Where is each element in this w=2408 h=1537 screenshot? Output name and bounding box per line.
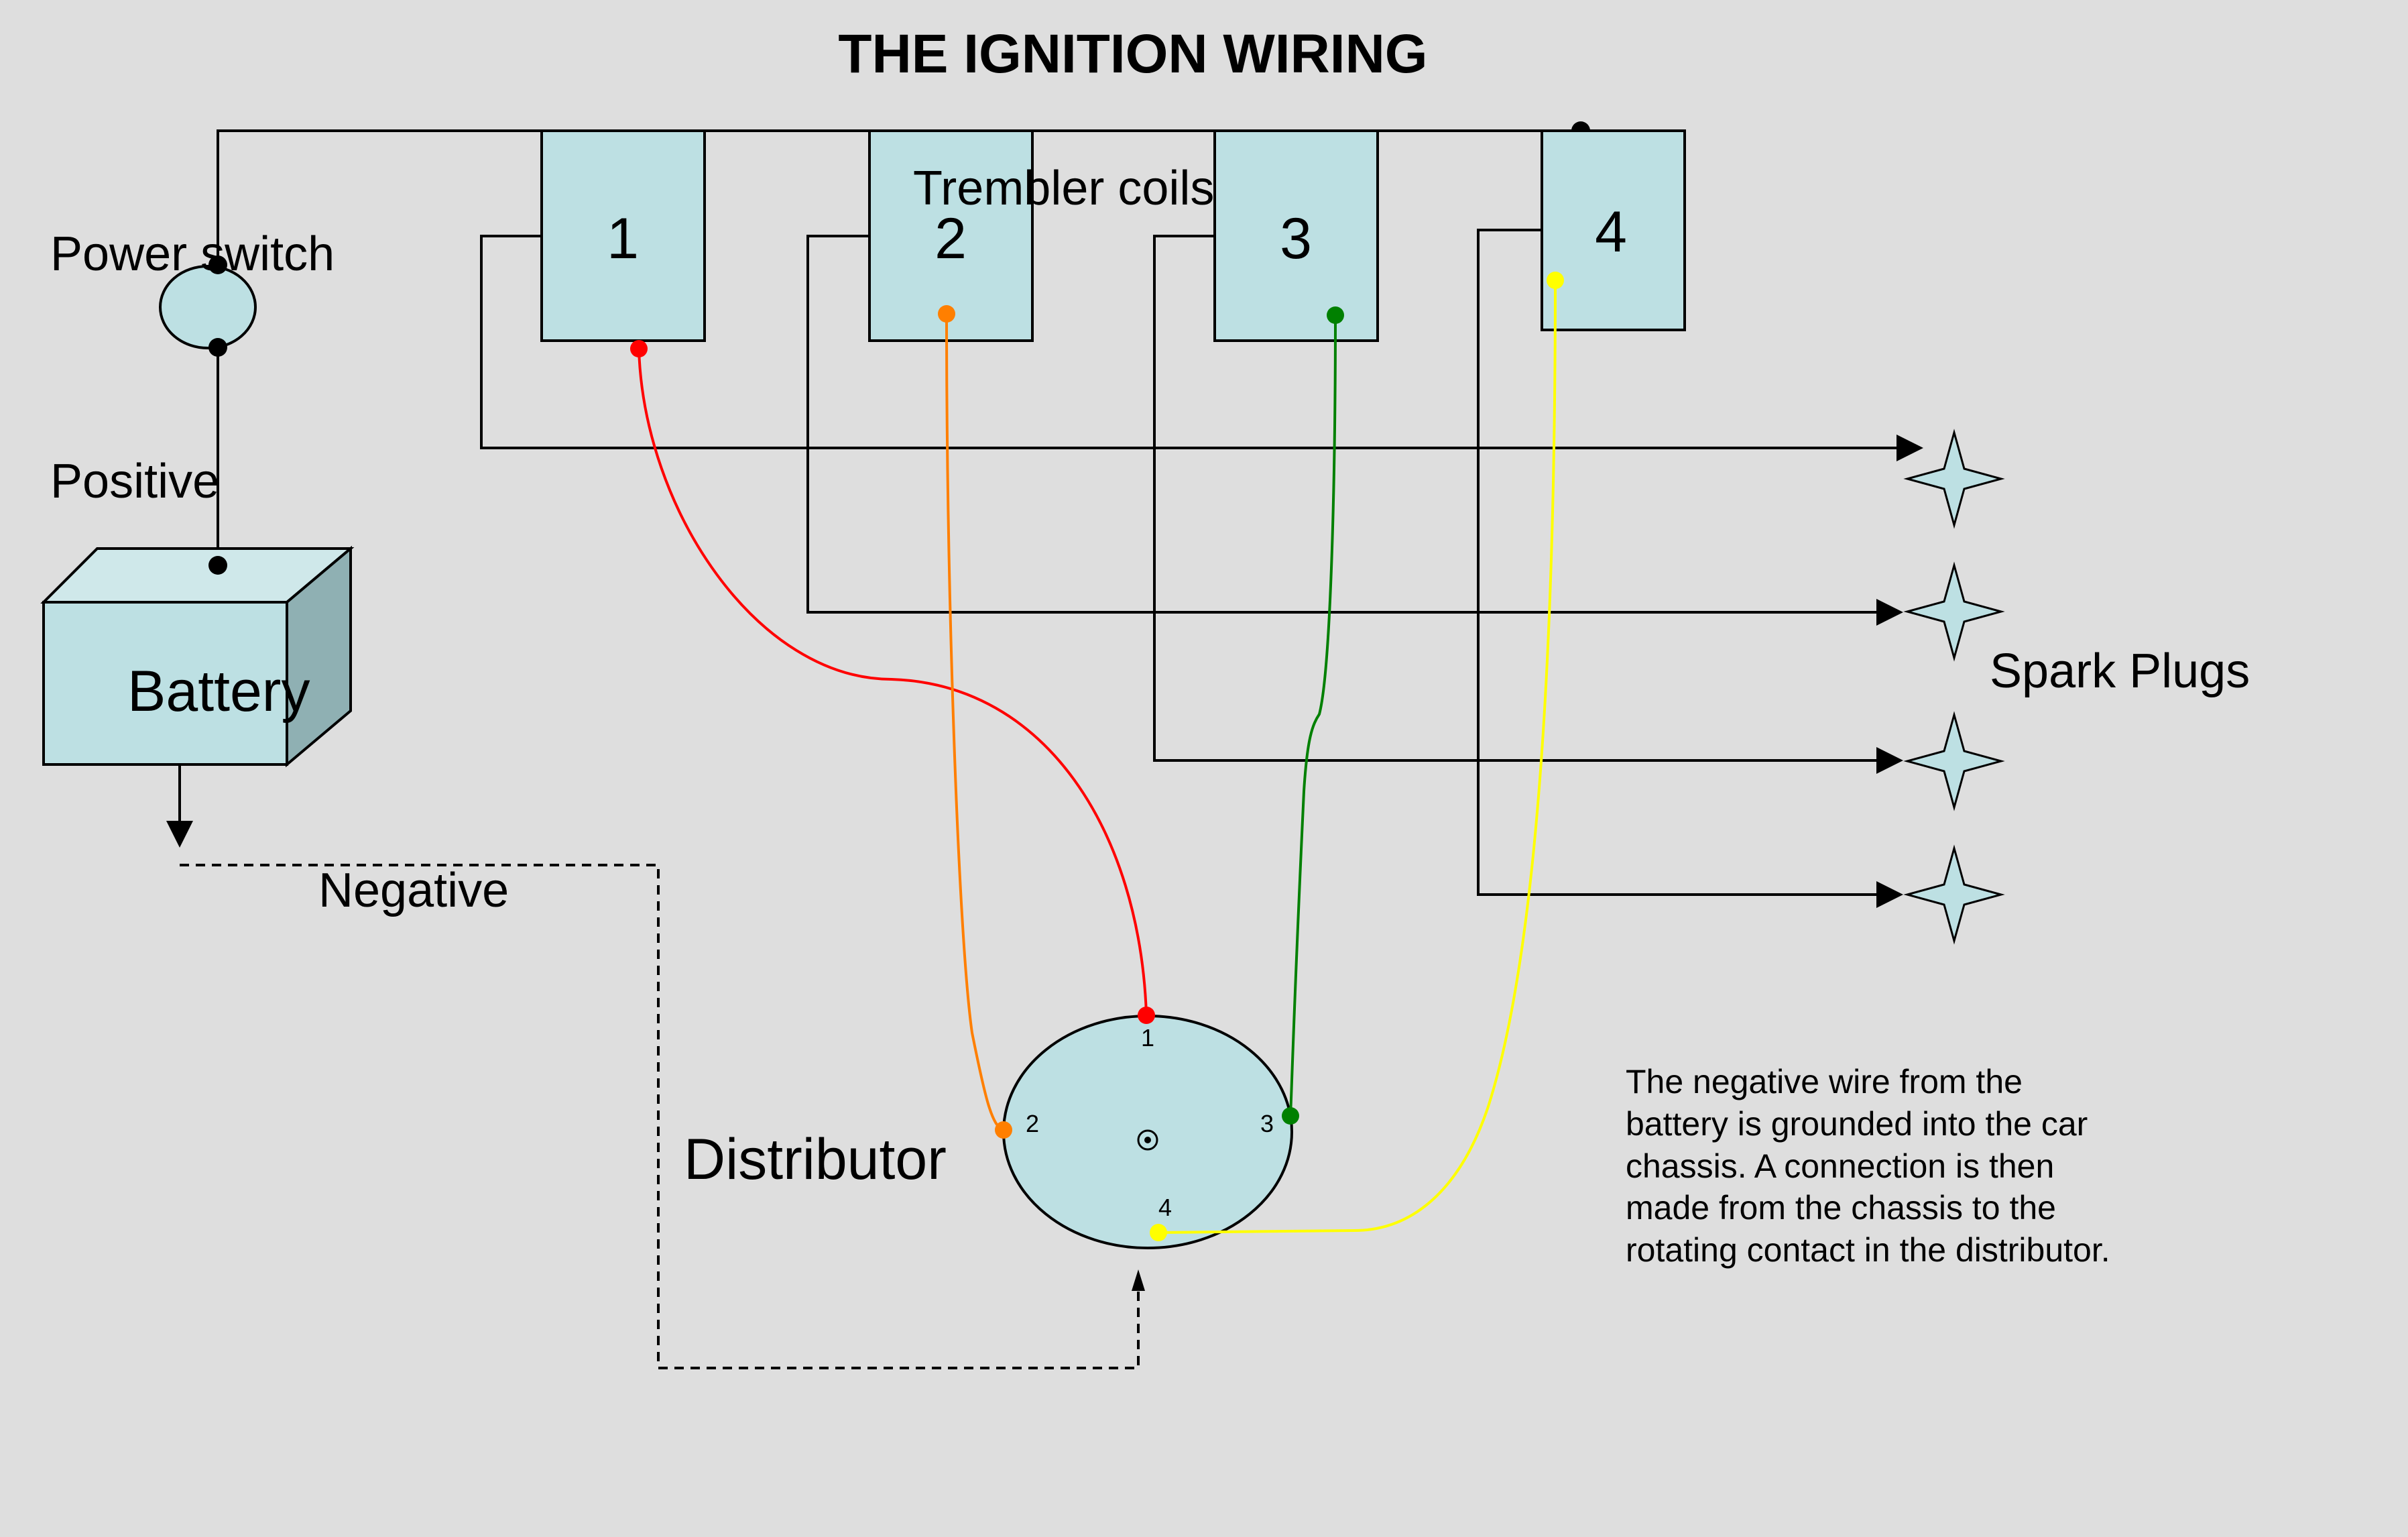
trembler-coils-label: Trembler coils bbox=[913, 162, 1214, 215]
coil-3-terminal bbox=[1327, 306, 1344, 324]
battery-positive-terminal bbox=[208, 556, 227, 575]
ht-lead-coil-3 bbox=[1153, 235, 1903, 774]
distributor-terminal-number: 2 bbox=[1026, 1110, 1039, 1137]
spark-plug-icon bbox=[1903, 711, 2005, 811]
spark-plug-icon bbox=[1903, 429, 2005, 529]
coil-number: 1 bbox=[607, 207, 639, 271]
distributor-label: Distributor bbox=[684, 1127, 947, 1192]
trembler-coil-3 bbox=[1213, 129, 1379, 342]
coil-2-terminal bbox=[938, 305, 955, 323]
negative-label: Negative bbox=[318, 864, 509, 917]
wire-coil-3-to-distributor bbox=[1289, 315, 1337, 1117]
distributor-terminal-1 bbox=[1138, 1007, 1155, 1024]
wire-coil-1-to-distributor bbox=[638, 348, 1148, 1015]
ht-lead-coil-2 bbox=[806, 235, 1903, 626]
trembler-coil-2 bbox=[868, 129, 1034, 342]
distributor-terminal-number: 3 bbox=[1260, 1110, 1274, 1137]
chassis-ground-wire bbox=[180, 864, 1140, 1369]
spark-plug-icon bbox=[1903, 844, 2005, 945]
battery bbox=[40, 545, 355, 768]
distributor-terminal-3 bbox=[1282, 1107, 1299, 1125]
note-line: The negative wire from the bbox=[1626, 1063, 2023, 1100]
coil-number: 4 bbox=[1595, 200, 1627, 264]
note-line: chassis. A connection is then bbox=[1626, 1147, 2054, 1185]
note-line: rotating contact in the distributor. bbox=[1626, 1231, 2110, 1269]
ht-lead-coil-1 bbox=[480, 235, 1923, 461]
note-line: made from the chassis to the bbox=[1626, 1189, 2056, 1227]
trembler-coil-1 bbox=[540, 129, 706, 342]
power-switch bbox=[159, 265, 257, 349]
wire-coil-2-to-distributor bbox=[945, 313, 1004, 1131]
power-switch-label: Power switch bbox=[50, 227, 335, 281]
spark-plugs-label: Spark Plugs bbox=[1990, 644, 2250, 698]
trembler-coil-4 bbox=[1541, 129, 1686, 331]
coil-1-terminal bbox=[630, 340, 648, 357]
note-line: battery is grounded into the car bbox=[1626, 1105, 2088, 1143]
switch-top-terminal bbox=[208, 255, 227, 274]
distributor-terminal-4 bbox=[1150, 1224, 1167, 1241]
coil-number: 3 bbox=[1280, 207, 1312, 271]
coil-4-terminal bbox=[1547, 272, 1564, 289]
distributor-terminal-2 bbox=[995, 1121, 1012, 1139]
ground-arrowhead bbox=[1132, 1269, 1145, 1291]
explanatory-note: The negative wire from the battery is gr… bbox=[1626, 1063, 2110, 1269]
wire-coil-4-to-distributor bbox=[1158, 280, 1557, 1234]
diagram-title: THE IGNITION WIRING bbox=[838, 23, 1427, 84]
distributor-terminal-number: 4 bbox=[1158, 1194, 1172, 1221]
distributor-terminal-number: 1 bbox=[1141, 1024, 1154, 1051]
switch-bottom-terminal bbox=[208, 338, 227, 357]
distributor-center-icon bbox=[1137, 1129, 1158, 1151]
battery-label: Battery bbox=[127, 659, 310, 724]
positive-label: Positive bbox=[50, 455, 219, 508]
spark-plug-icon bbox=[1903, 561, 2005, 662]
coil-number: 2 bbox=[935, 207, 967, 271]
ht-lead-coil-4 bbox=[1477, 229, 1903, 908]
distributor-center-icon bbox=[1144, 1137, 1151, 1143]
